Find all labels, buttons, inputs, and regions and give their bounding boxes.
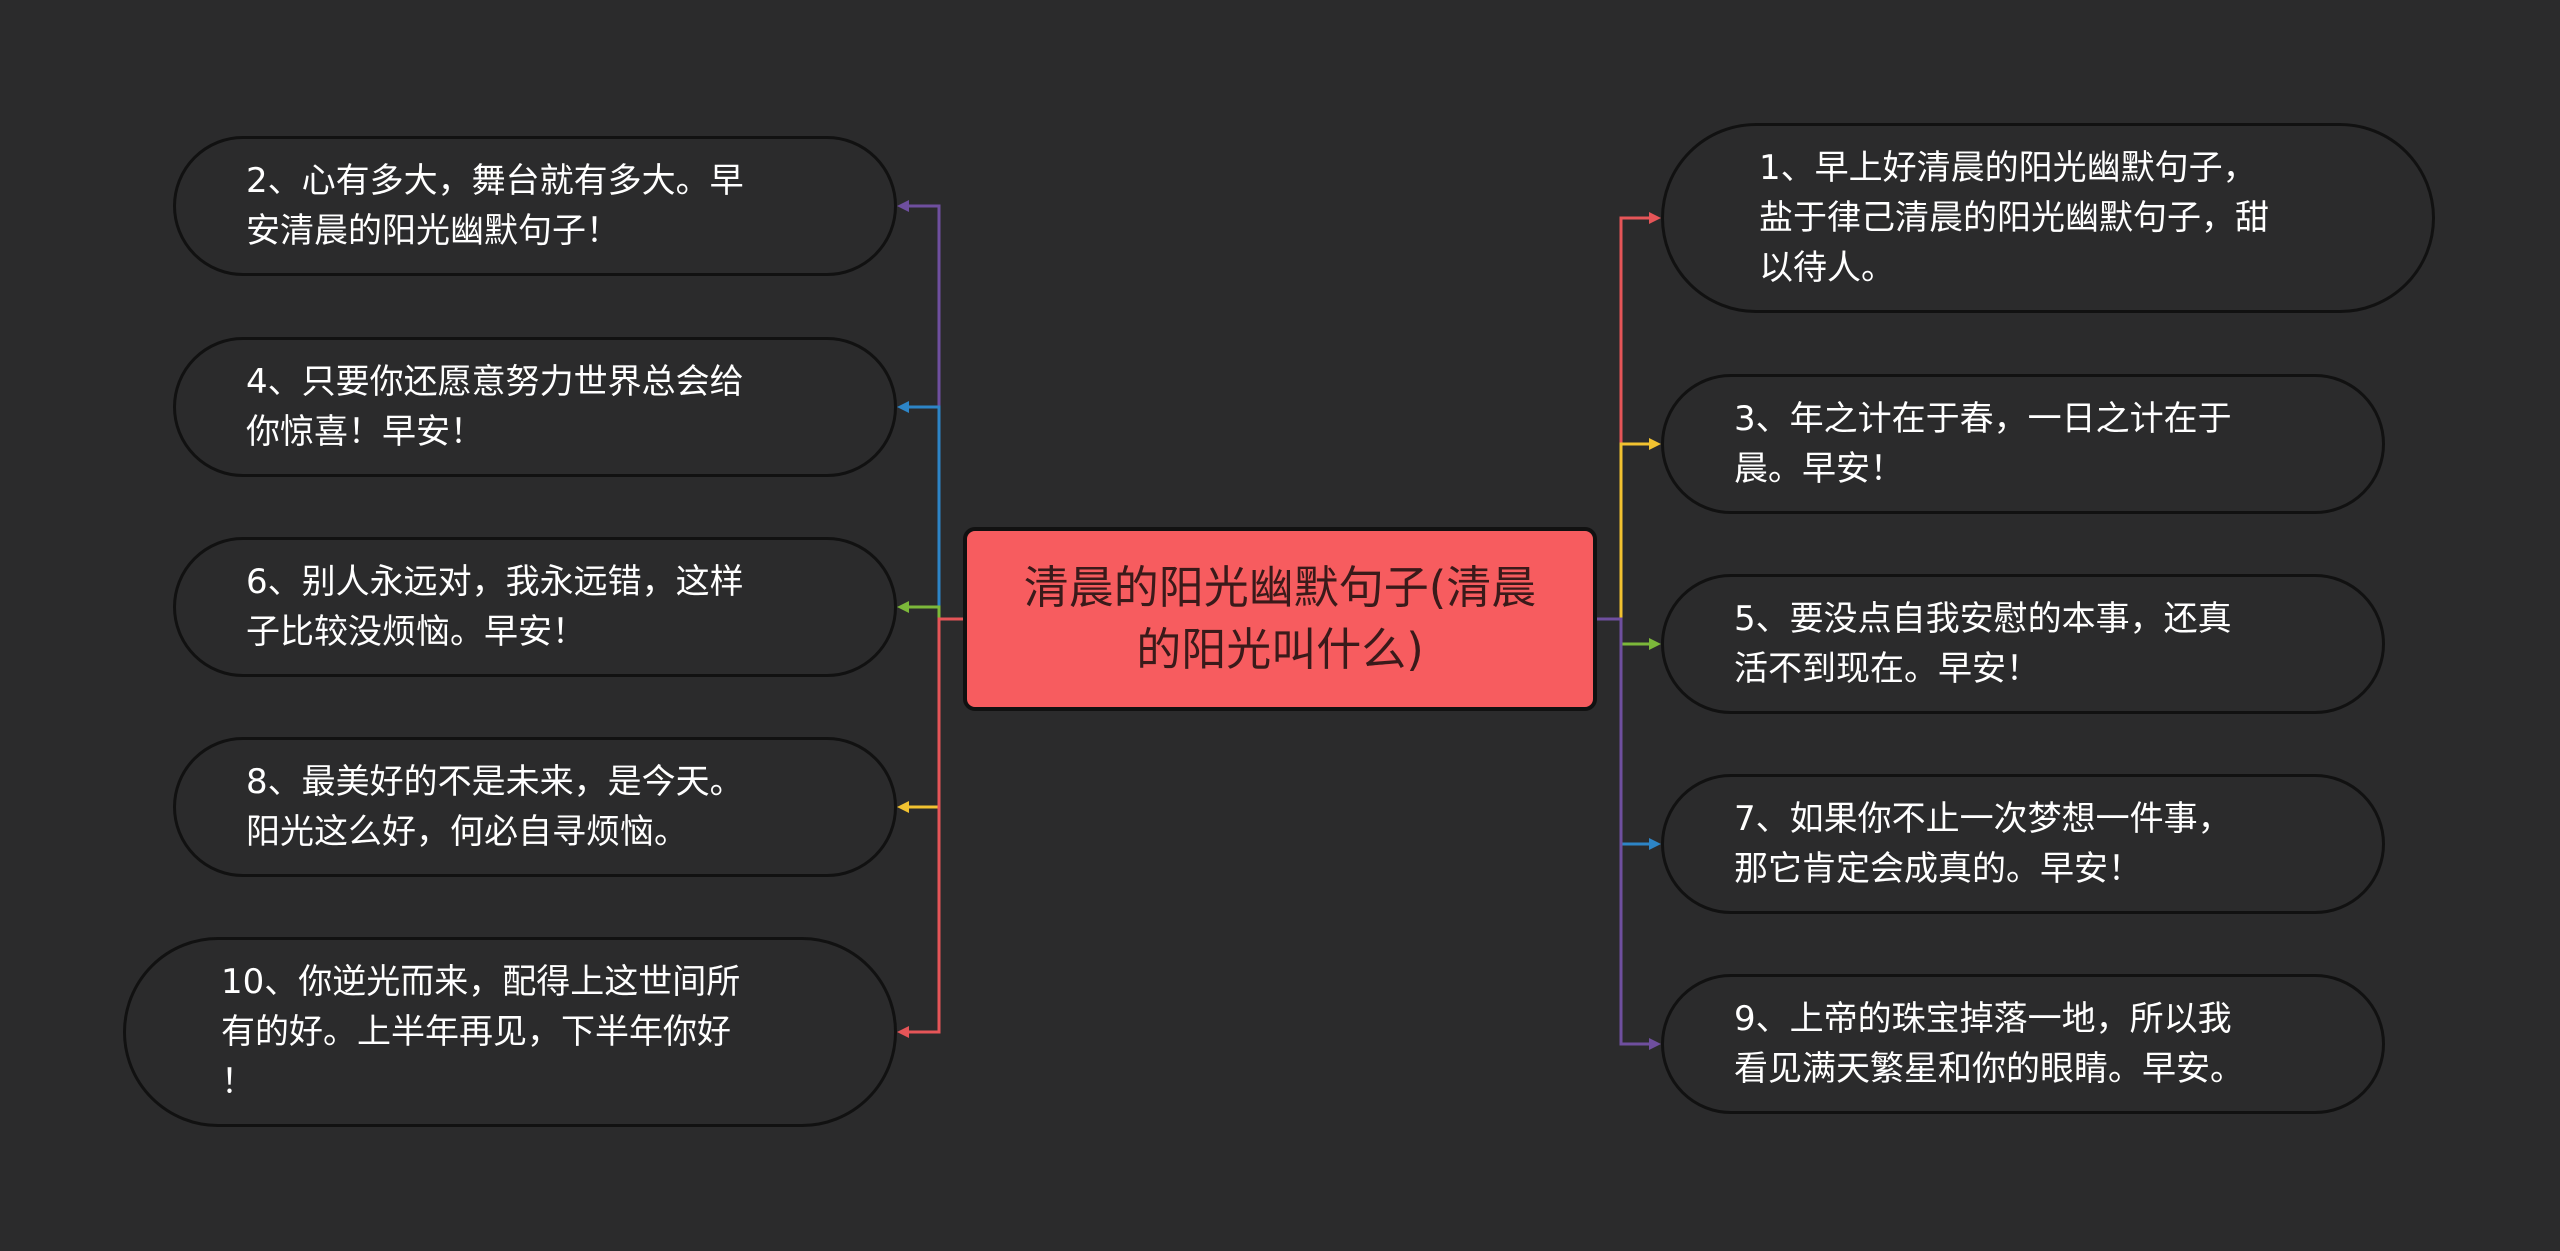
branch-label: 1、早上好清晨的阳光幽默句子， 盐于律己清晨的阳光幽默句子，甜 以待人。: [1759, 148, 2269, 288]
arrow-head: [1649, 638, 1661, 650]
connector-line: [909, 405, 963, 621]
left-branch-node[interactable]: 4、只要你还愿意努力世界总会给 你惊喜！早安！: [173, 337, 897, 477]
branch-label: 7、如果你不止一次梦想一件事， 那它肯定会成真的。早安！: [1734, 799, 2232, 889]
branch-label: 3、年之计在于春，一日之计在于 晨。早安！: [1734, 399, 2232, 489]
left-branch-node[interactable]: 8、最美好的不是未来，是今天。 阳光这么好，何必自寻烦恼。: [173, 737, 897, 877]
connector-line: [1597, 617, 1649, 846]
connector-line: [909, 605, 963, 621]
right-branch-node[interactable]: 3、年之计在于春，一日之计在于 晨。早安！: [1661, 374, 2385, 514]
connector-line: [909, 617, 963, 1034]
branch-label: 10、你逆光而来，配得上这世间所 有的好。上半年再见，下半年你好 ！: [221, 962, 741, 1102]
left-branch-node[interactable]: 10、你逆光而来，配得上这世间所 有的好。上半年再见，下半年你好 ！: [123, 937, 897, 1127]
right-branch-node[interactable]: 9、上帝的珠宝掉落一地，所以我 看见满天繁星和你的眼睛。早安。: [1661, 974, 2385, 1114]
left-branch-node[interactable]: 2、心有多大，舞台就有多大。早 安清晨的阳光幽默句子！: [173, 136, 897, 276]
connector-line: [1597, 617, 1649, 1046]
arrow-head: [1649, 838, 1661, 850]
connector-line: [909, 204, 963, 621]
arrow-head: [1649, 1038, 1661, 1050]
branch-label: 8、最美好的不是未来，是今天。 阳光这么好，何必自寻烦恼。: [246, 762, 744, 852]
arrow-head: [897, 801, 909, 813]
connector-line: [909, 617, 963, 809]
connector-line: [1597, 442, 1649, 621]
branch-label: 2、心有多大，舞台就有多大。早 安清晨的阳光幽默句子！: [246, 161, 744, 251]
arrow-head: [897, 200, 909, 212]
arrow-head: [897, 401, 909, 413]
branch-label: 5、要没点自我安慰的本事，还真 活不到现在。早安！: [1734, 599, 2232, 689]
arrow-head: [897, 601, 909, 613]
branch-label: 6、别人永远对，我永远错，这样 子比较没烦恼。早安！: [246, 562, 744, 652]
connector-line: [1597, 216, 1649, 621]
right-branch-node[interactable]: 7、如果你不止一次梦想一件事， 那它肯定会成真的。早安！: [1661, 774, 2385, 914]
root-topic-label: 清晨的阳光幽默句子(清晨 的阳光叫什么): [1023, 561, 1537, 676]
right-branch-node[interactable]: 5、要没点自我安慰的本事，还真 活不到现在。早安！: [1661, 574, 2385, 714]
right-branch-node[interactable]: 1、早上好清晨的阳光幽默句子， 盐于律己清晨的阳光幽默句子，甜 以待人。: [1661, 123, 2435, 313]
arrow-head: [1649, 212, 1661, 224]
arrow-head: [897, 1026, 909, 1038]
left-branch-node[interactable]: 6、别人永远对，我永远错，这样 子比较没烦恼。早安！: [173, 537, 897, 677]
connector-line: [1597, 617, 1649, 646]
branch-label: 9、上帝的珠宝掉落一地，所以我 看见满天繁星和你的眼睛。早安。: [1734, 999, 2244, 1089]
root-topic[interactable]: 清晨的阳光幽默句子(清晨 的阳光叫什么): [963, 527, 1597, 711]
branch-label: 4、只要你还愿意努力世界总会给 你惊喜！早安！: [246, 362, 744, 452]
arrow-head: [1649, 438, 1661, 450]
